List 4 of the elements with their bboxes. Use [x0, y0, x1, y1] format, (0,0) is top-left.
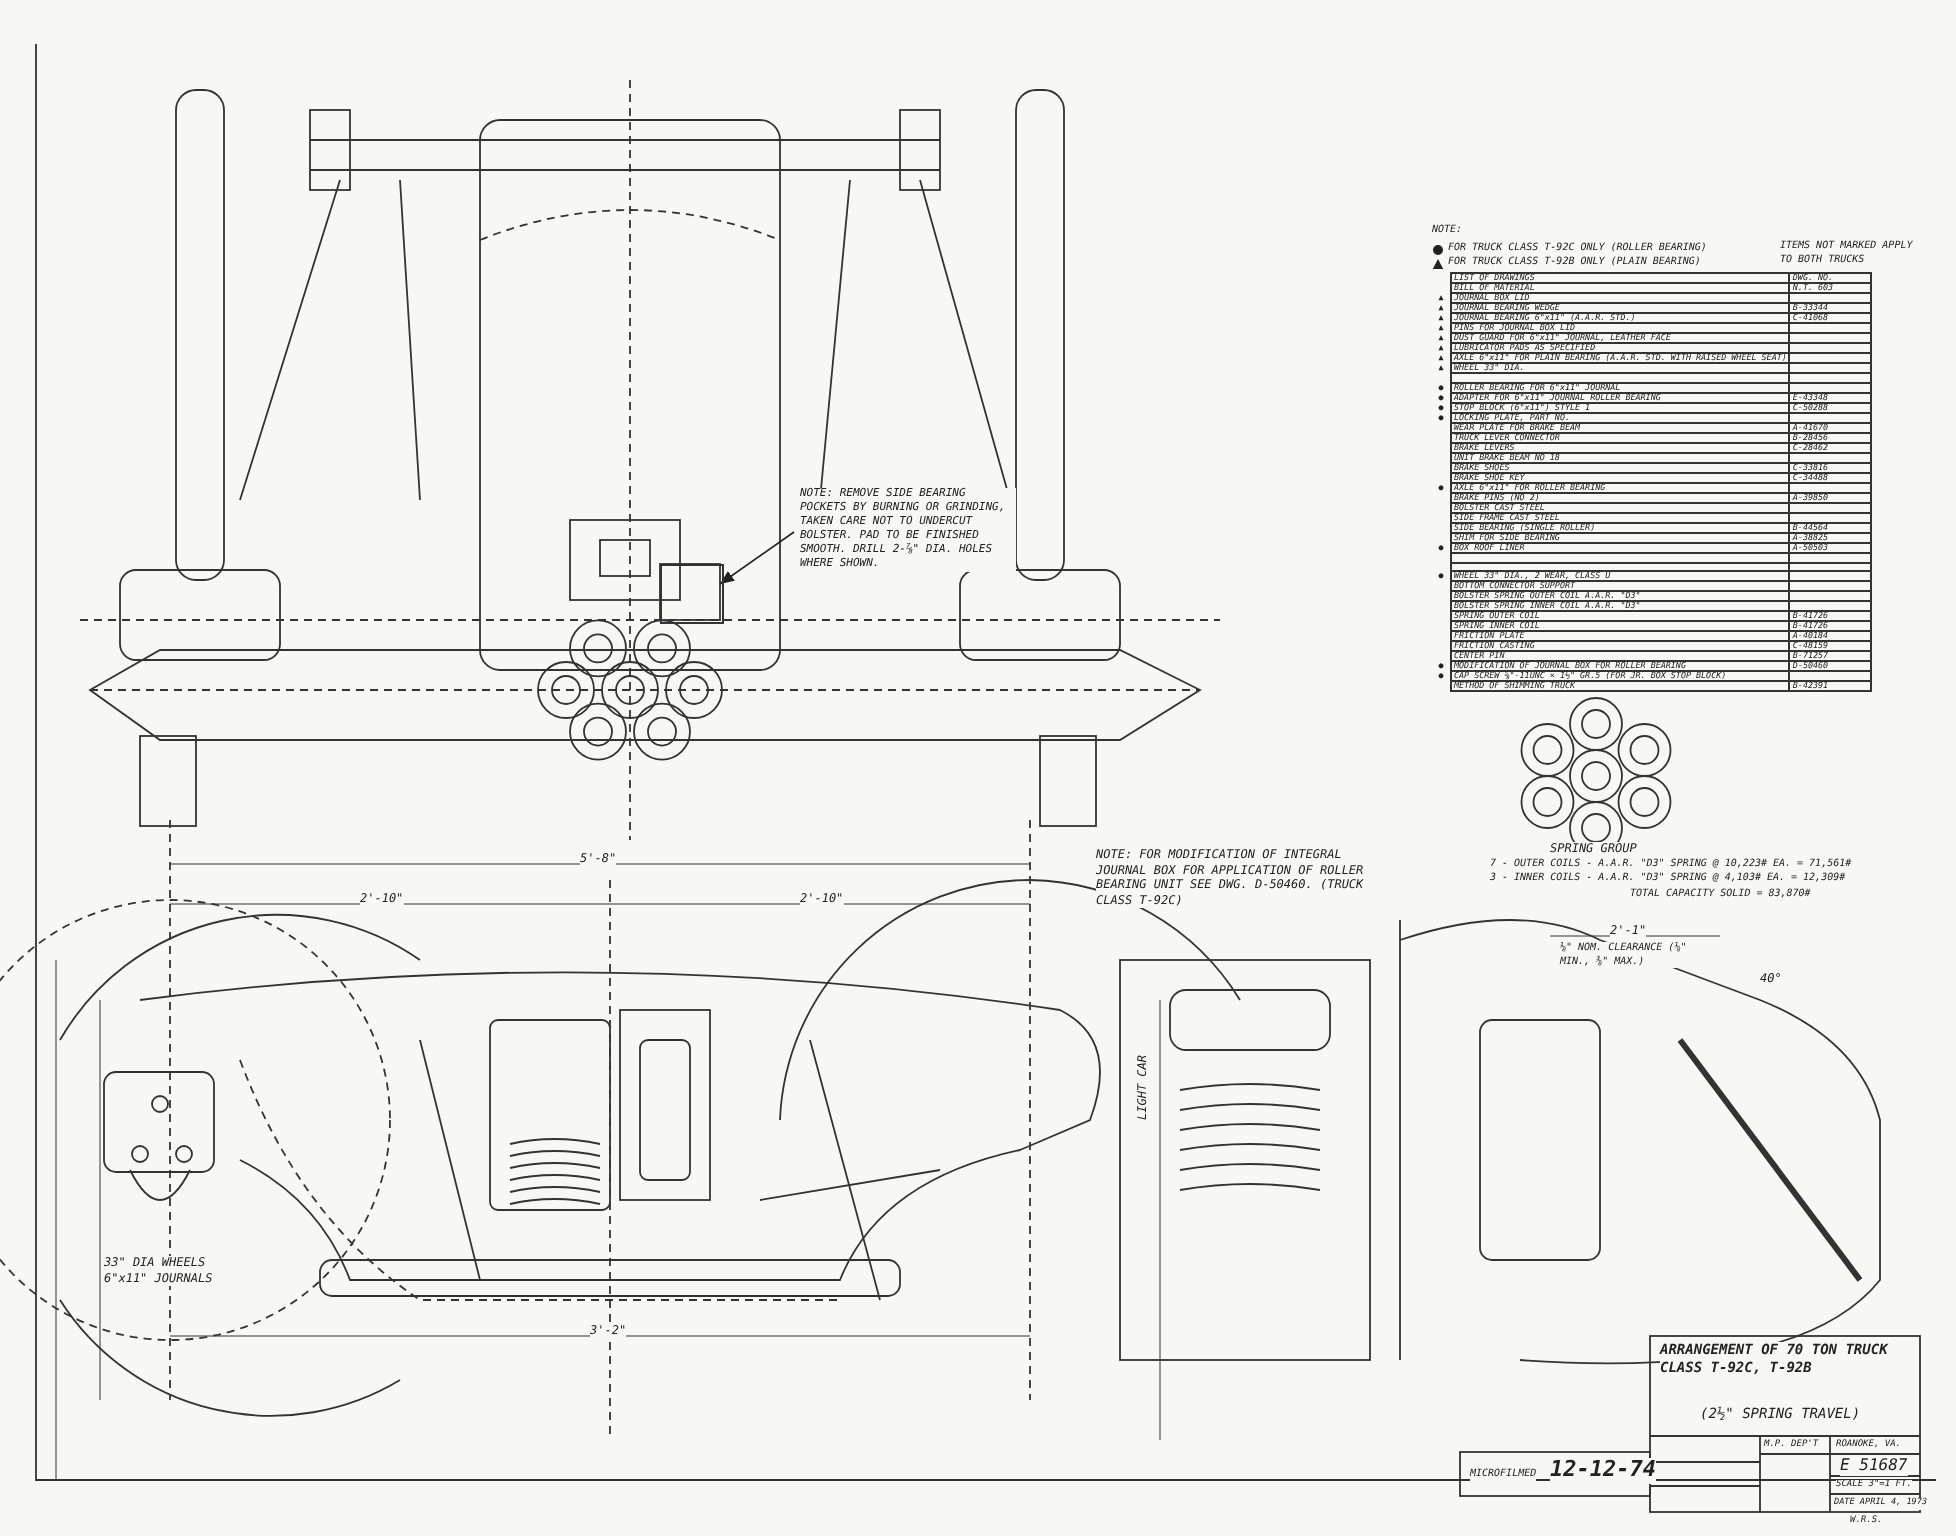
side-bearing-pocket	[660, 564, 724, 624]
stamp-date: 12-12-74	[1550, 1458, 1656, 1483]
drawing-number: E 51687	[1840, 1456, 1908, 1475]
leader-line	[719, 531, 795, 585]
